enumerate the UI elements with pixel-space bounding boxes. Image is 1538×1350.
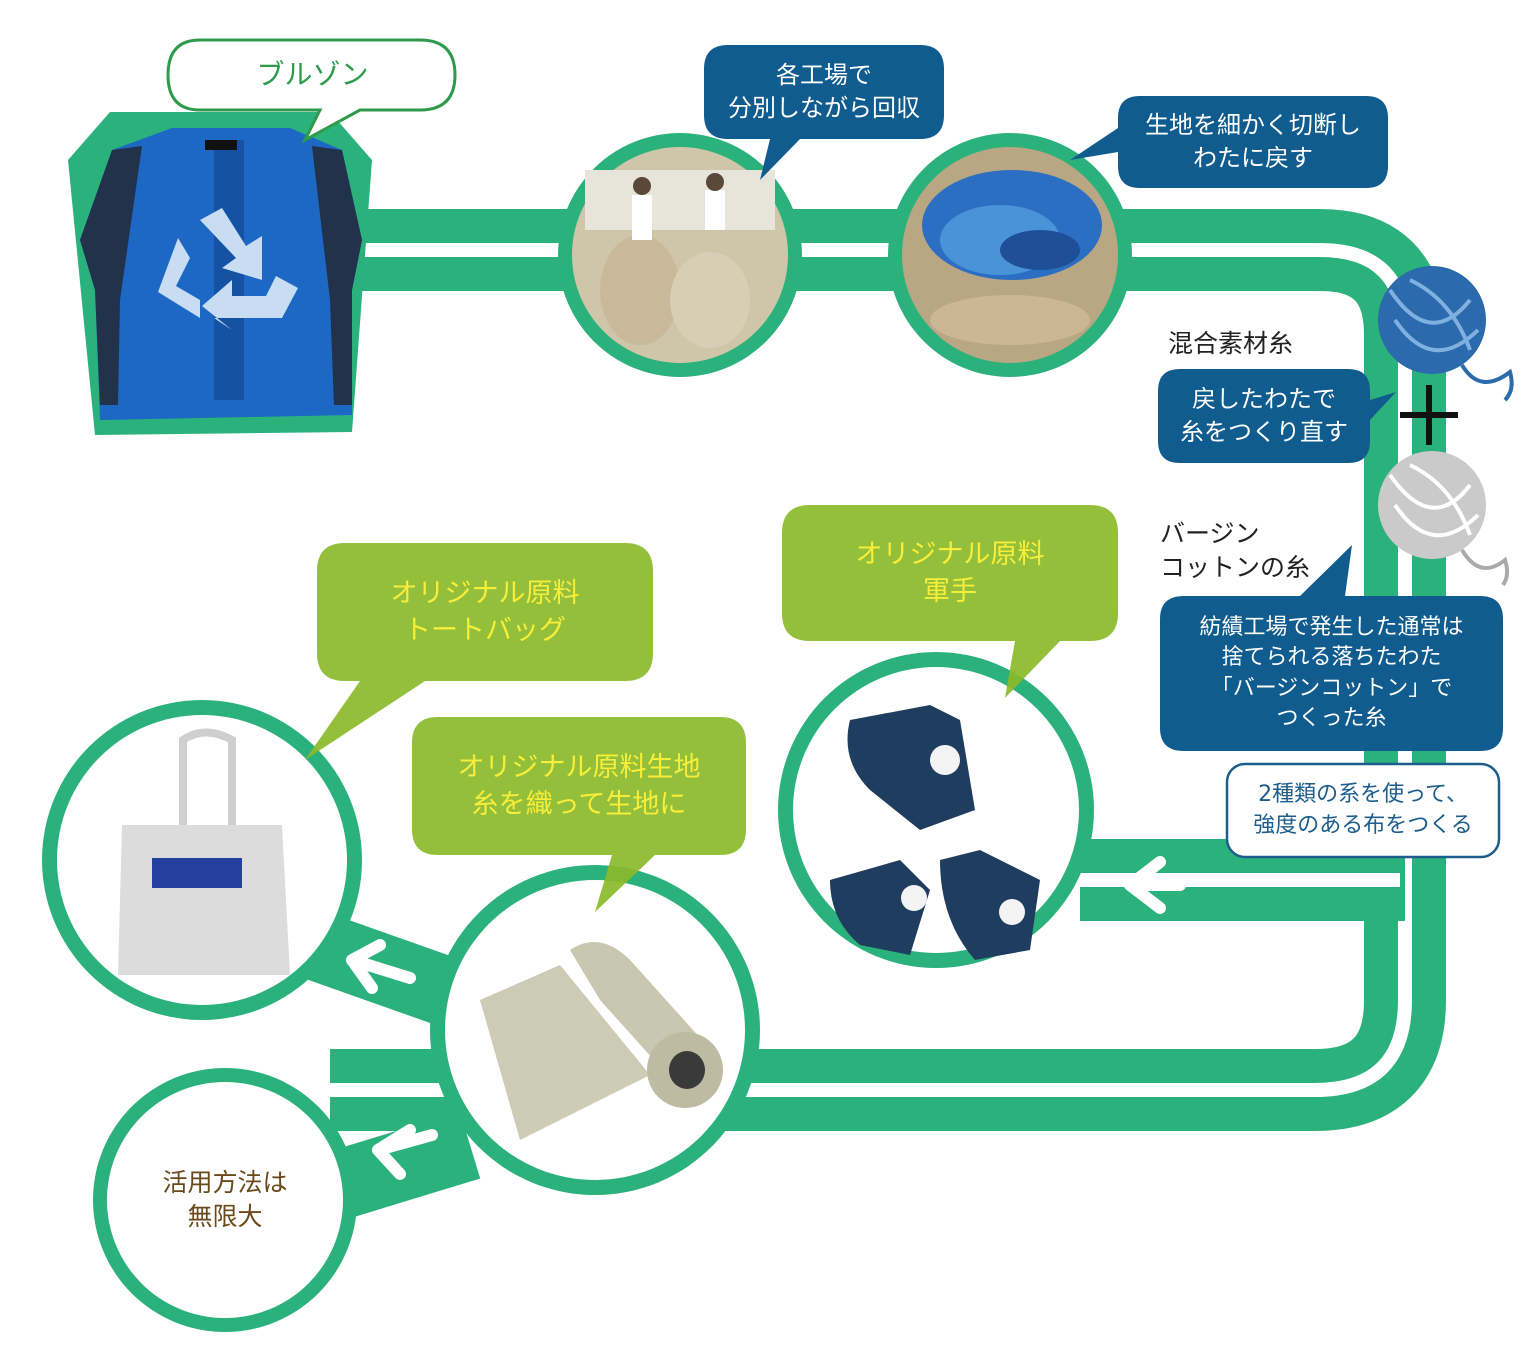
- note-box: [1225, 762, 1501, 859]
- two-yarns-note: 2種類の系を使って、 強度のある布をつくる: [1253, 782, 1473, 838]
- plus-sign: [1400, 385, 1458, 445]
- virgin-yarn-label: バージン コットンの糸: [1160, 518, 1311, 583]
- flow-arrows: [346, 856, 1186, 1180]
- fabric-caption: オリジナル原料生地 糸を織って生地に: [457, 751, 701, 820]
- fabric-photo: [430, 865, 760, 1195]
- endless-text: 活用方法は 無限大: [162, 1167, 288, 1232]
- virgin-yarn-ball: [1378, 451, 1510, 587]
- arrow-to-gloves: [1124, 856, 1186, 914]
- mixed-yarn-label: 混合素材糸: [1168, 328, 1294, 358]
- fabric-bubble: [412, 717, 746, 912]
- jacket-title: ブルゾン: [256, 57, 369, 91]
- respin-bubble: [1158, 369, 1396, 463]
- tote-caption: オリジナル原料 トートバッグ: [390, 577, 580, 646]
- shred-photo: [888, 133, 1132, 377]
- collect-caption: 各工場で 分別しながら回収: [728, 60, 920, 122]
- virgin-caption: 紡績工場で発生した通常は 捨てられる落ちたわた 「バージンコットン」で つくった…: [1199, 614, 1464, 731]
- gloves-photo: [778, 652, 1094, 968]
- collect-photo: [558, 133, 802, 377]
- tote-bubble: [305, 543, 653, 760]
- recycle-icon: [158, 208, 298, 330]
- virgin-bubble: [1160, 545, 1503, 751]
- respin-caption: 戻したわたで 糸をつくり直す: [1180, 384, 1348, 446]
- jacket-title-bubble: [166, 38, 457, 144]
- mixed-yarn-ball: [1378, 266, 1514, 402]
- jacket-image: [68, 112, 372, 435]
- arrow-to-tote: [346, 939, 416, 994]
- shred-bubble: [1070, 96, 1388, 188]
- endless-circle: [93, 1068, 357, 1332]
- collect-bubble: [704, 45, 944, 180]
- arrow-to-endless: [372, 1124, 438, 1180]
- gloves-bubble: [782, 505, 1118, 698]
- tote-photo: [42, 700, 362, 1020]
- shred-caption: 生地を細かく切断し わたに戻す: [1145, 110, 1361, 172]
- gloves-caption: オリジナル原料 軍手: [855, 538, 1045, 607]
